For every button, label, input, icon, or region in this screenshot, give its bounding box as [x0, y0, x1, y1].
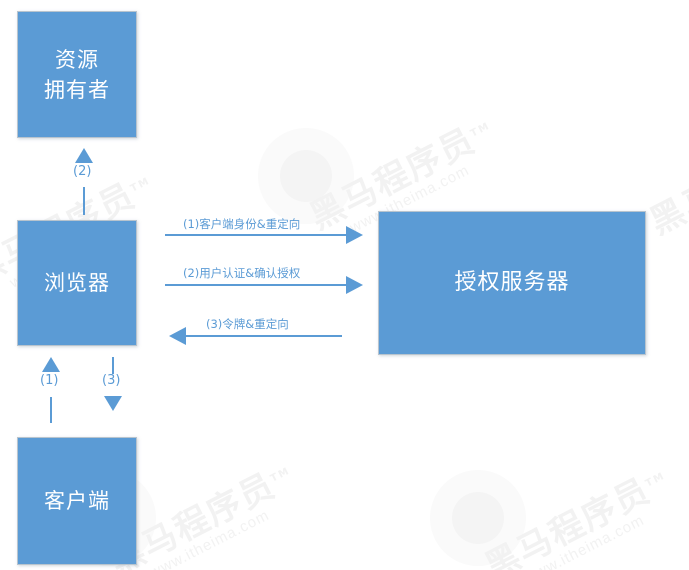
arrowhead-right-icon: [346, 226, 363, 244]
connector-line-6: [112, 357, 114, 374]
connector-label-1: (1)客户端身份&重定向: [183, 217, 301, 231]
arrowhead-right-icon: [346, 276, 363, 294]
connector-line-3: [186, 335, 342, 337]
connector-line-2: [165, 284, 346, 286]
connector-label-4: (2): [73, 164, 92, 179]
connector-label-6: (3): [102, 373, 121, 388]
connector-label-5: (1): [40, 373, 59, 388]
connector-line-4: [83, 187, 85, 215]
node-resource-owner[interactable]: 资源 拥有者: [17, 11, 137, 138]
arrowhead-up-icon: [42, 357, 60, 372]
node-browser[interactable]: 浏览器: [17, 220, 137, 346]
connector-label-2: (2)用户认证&确认授权: [183, 266, 301, 280]
connector-label-3: (3)令牌&重定向: [206, 317, 289, 331]
node-client[interactable]: 客户端: [17, 437, 137, 565]
connector-line-5: [50, 397, 52, 423]
arrowhead-up-icon: [75, 148, 93, 163]
arrowhead-down-icon: [104, 396, 122, 411]
connector-line-1: [165, 234, 346, 236]
node-auth-server[interactable]: 授权服务器: [378, 211, 646, 355]
arrowhead-left-icon: [169, 327, 186, 345]
